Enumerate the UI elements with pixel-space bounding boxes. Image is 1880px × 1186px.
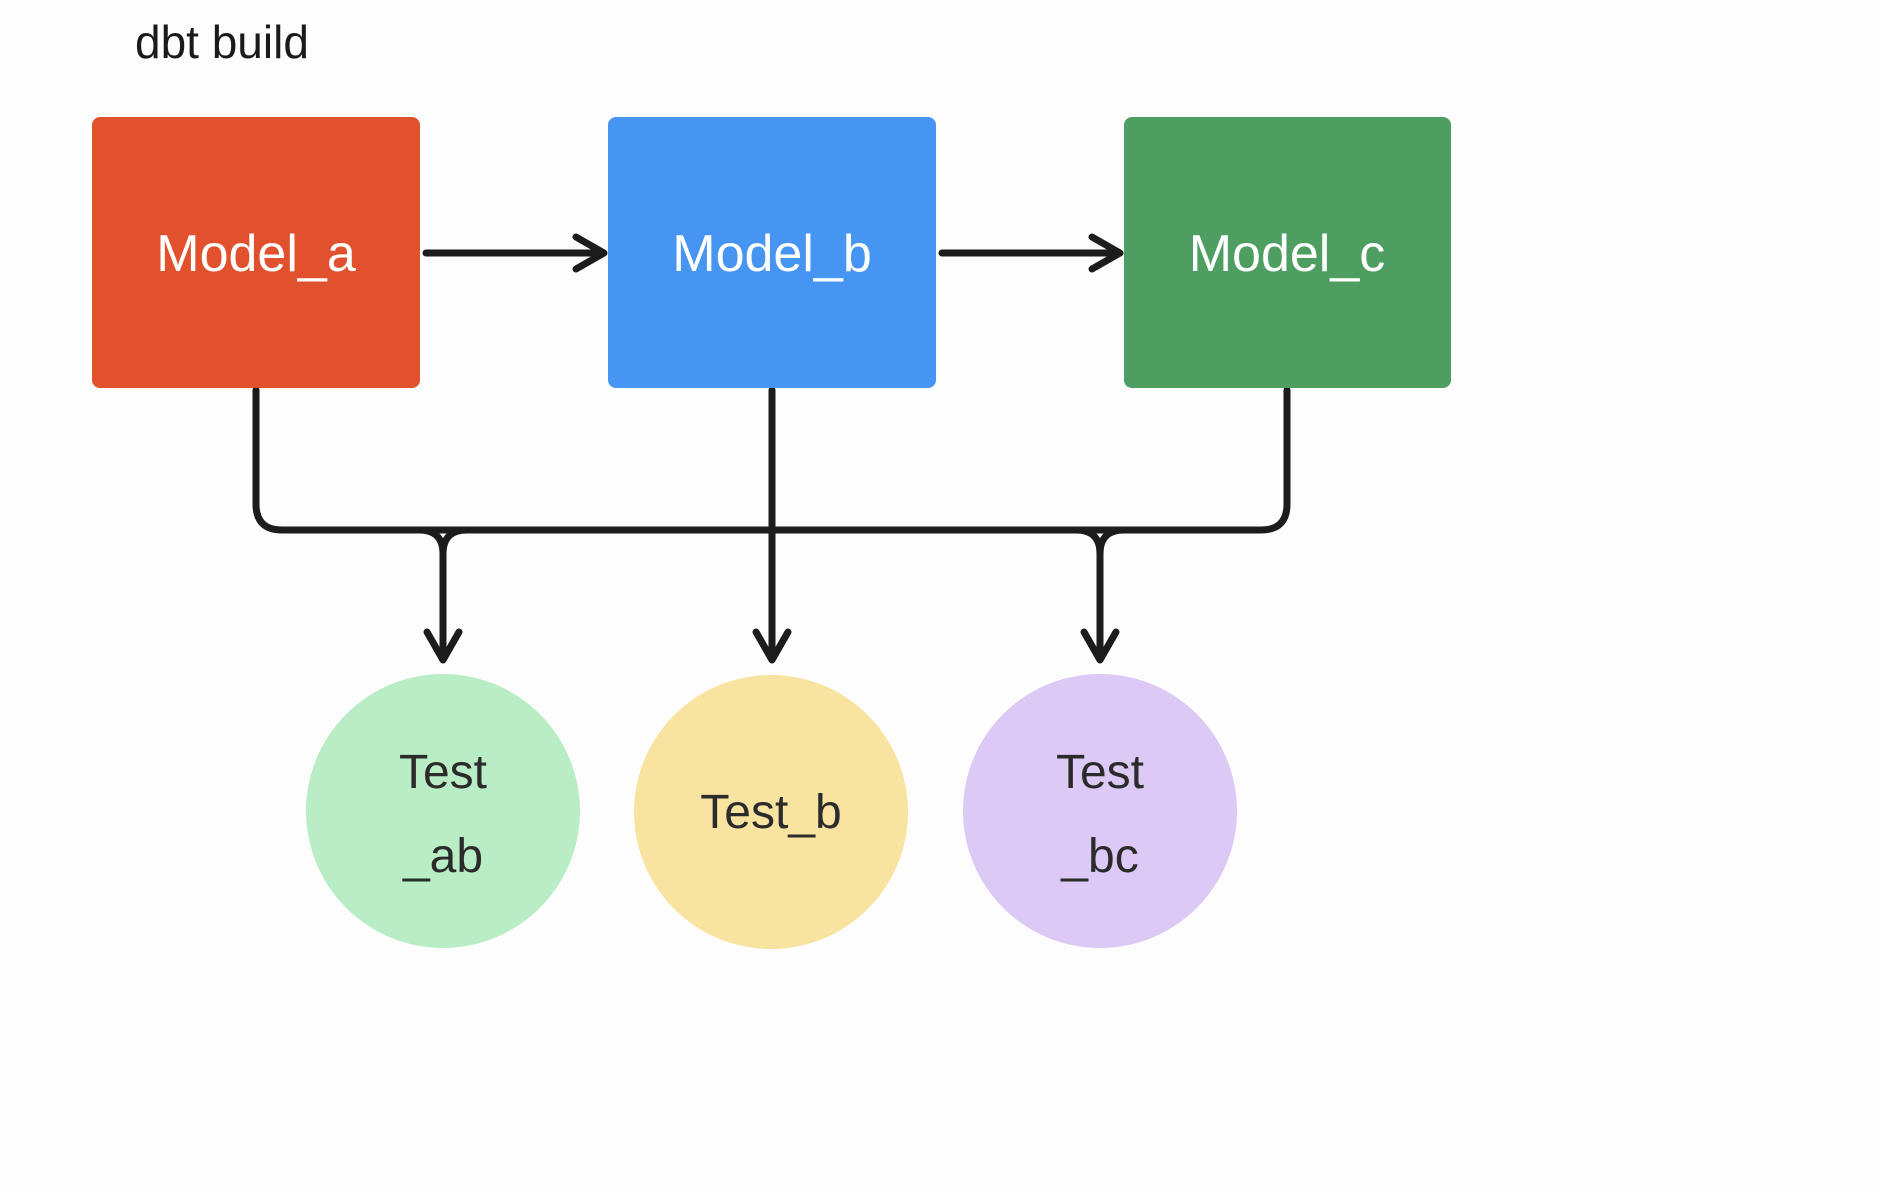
- node-model-b-label: Model_b: [672, 225, 871, 283]
- model-nodes: Model_a Model_b Model_c: [92, 117, 1451, 388]
- node-model-b: [608, 117, 936, 388]
- node-test-ab-label-line1: Test: [399, 746, 487, 799]
- node-model-c-label: Model_c: [1189, 225, 1386, 283]
- diagram-title: dbt build: [135, 16, 309, 68]
- node-model-c: [1124, 117, 1451, 388]
- node-model-a: [92, 117, 420, 388]
- edge-group: [252, 233, 1291, 664]
- node-test-bc-label-line2: _bc: [1060, 830, 1138, 883]
- node-test-bc-label-line1: Test: [1056, 746, 1144, 799]
- node-test-bc: [963, 674, 1237, 948]
- test-nodes: Test _ab Test_b Test _bc: [306, 674, 1237, 949]
- node-test-ab-label-line2: _ab: [402, 830, 483, 883]
- edge-bus-to-test-bc-fillet: [1072, 526, 1104, 558]
- edge-bus-to-test-ab-fillet: [439, 526, 471, 558]
- node-test-b-label: Test_b: [700, 786, 841, 839]
- node-test-b: [634, 675, 908, 949]
- node-test-ab: [306, 674, 580, 948]
- node-model-a-label: Model_a: [156, 225, 356, 283]
